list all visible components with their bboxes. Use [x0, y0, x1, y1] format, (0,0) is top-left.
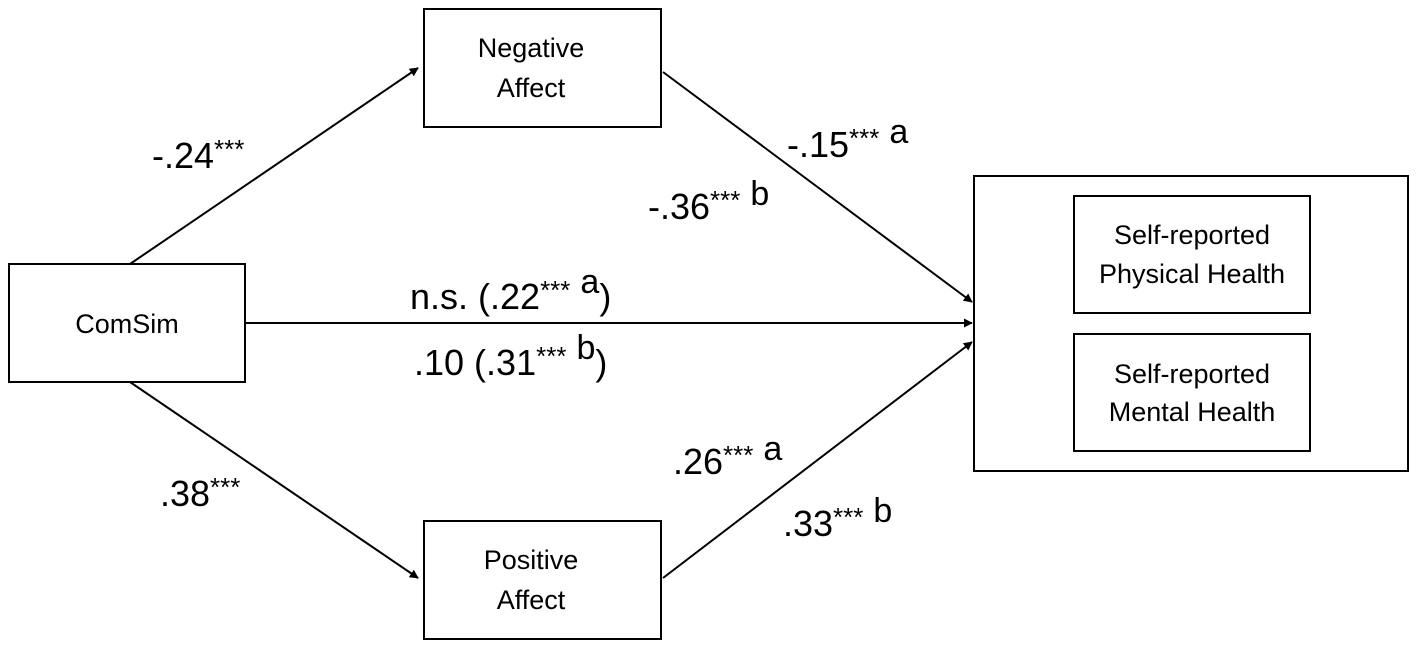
physical-health-label-line2: Physical Health	[1099, 259, 1285, 289]
coef-positive-to-outcome-b: .33***b	[783, 492, 892, 544]
arrow-comsim-to-positive	[129, 381, 419, 579]
coef-negative-to-outcome-a: -.15***a	[787, 113, 908, 165]
coef-negative-to-outcome-b: -.36***b	[648, 175, 769, 227]
physical-health-label-line1: Self-reported	[1114, 220, 1270, 250]
positive-affect-label-line1: Positive	[484, 545, 579, 575]
negative-affect-box	[423, 8, 662, 128]
mental-health-label-line1: Self-reported	[1114, 359, 1270, 389]
arrow-comsim-to-negative	[129, 67, 419, 265]
comsim-box	[8, 263, 246, 383]
negative-affect-label-line1: Negative	[478, 33, 585, 63]
positive-affect-box	[423, 520, 662, 640]
negative-affect-label-line2: Affect	[497, 73, 566, 103]
coef-comsim-to-positive: .38***	[160, 472, 240, 514]
positive-affect-label-line2: Affect	[497, 585, 566, 615]
coef-positive-to-outcome-a: .26***a	[673, 430, 782, 482]
coef-direct-b: .10 (.31***b)	[414, 329, 607, 383]
arrow-negative-to-outcome	[662, 71, 973, 303]
coef-direct-a: n.s. (.22***a)	[410, 263, 611, 317]
arrow-positive-to-outcome	[662, 341, 973, 579]
physical-health-box	[1073, 195, 1311, 314]
coef-comsim-to-negative: -.24***	[152, 134, 244, 176]
mental-health-label-line2: Mental Health	[1109, 397, 1276, 427]
comsim-label: ComSim	[75, 309, 179, 339]
mental-health-box	[1073, 333, 1311, 452]
